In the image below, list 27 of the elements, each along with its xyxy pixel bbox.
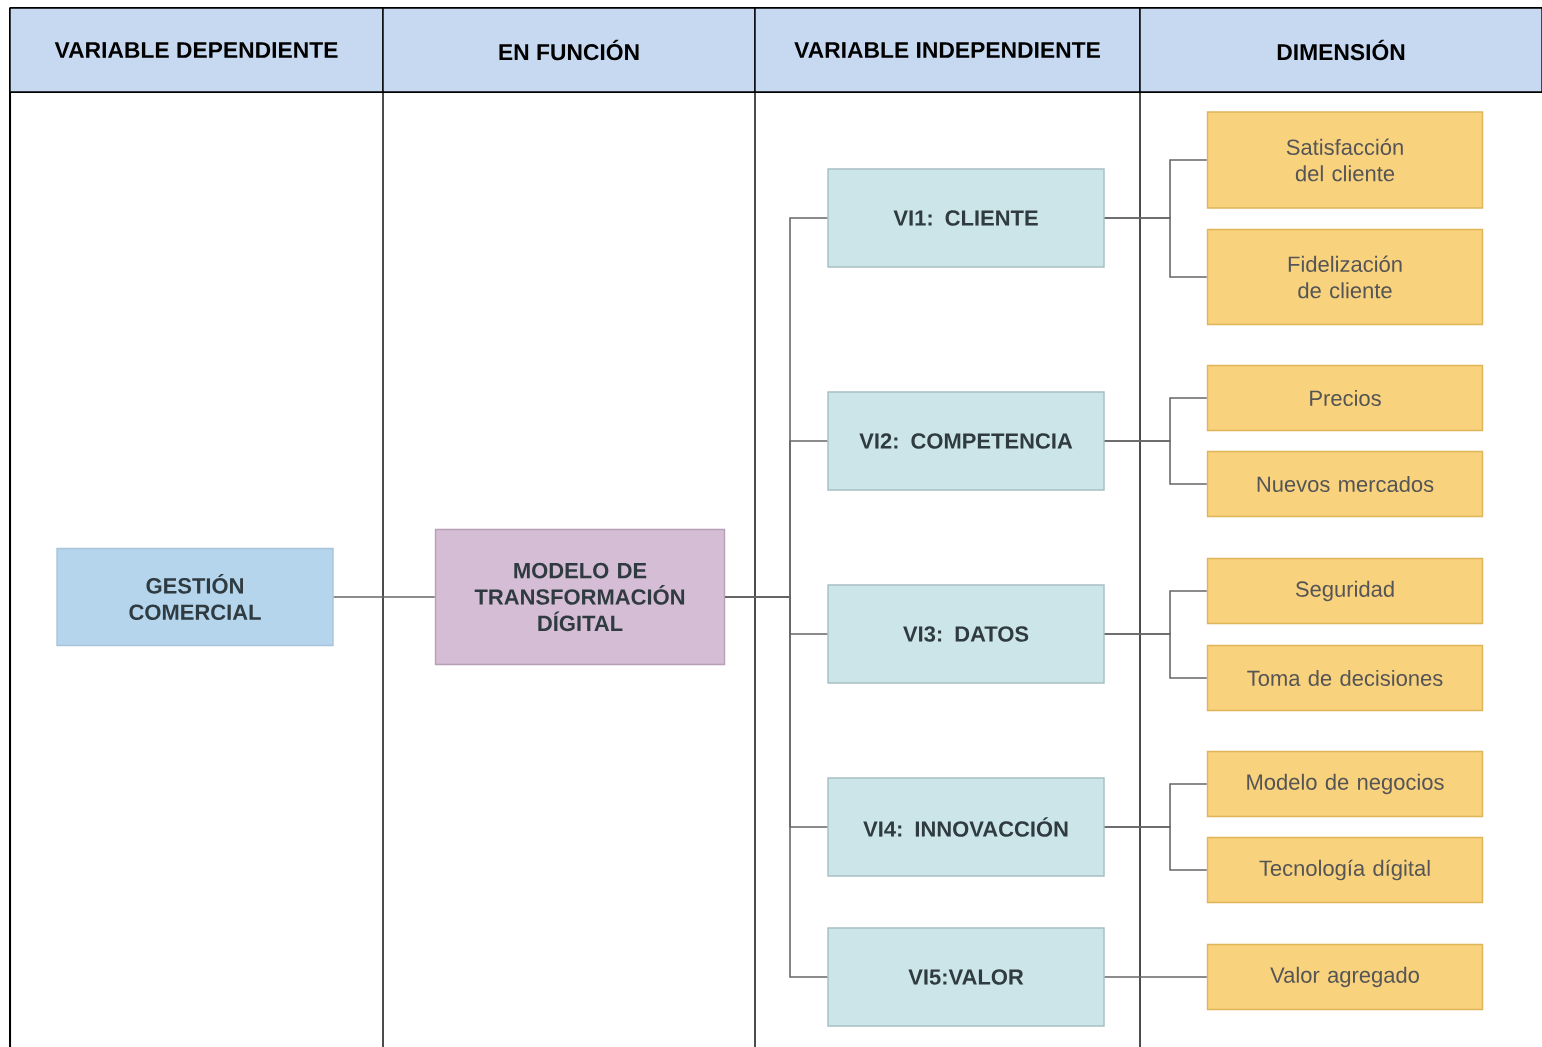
dimension-box: Toma de decisiones: [1206, 644, 1484, 712]
dimension-box: Satisfacción del cliente: [1206, 111, 1484, 209]
dependent-variable-box: GESTIÓN COMERCIAL: [56, 547, 334, 647]
column-header: VARIABLE DEPENDIENTE: [9, 7, 384, 93]
column-header: EN FUNCIÓN: [382, 7, 756, 93]
connector-line: [1103, 217, 1208, 278]
connector-line: [1103, 440, 1208, 485]
connector-line: [1103, 633, 1208, 679]
connector-line: [724, 596, 829, 978]
dimension-box: Seguridad: [1206, 557, 1484, 625]
column-header: DIMENSIÓN: [1139, 7, 1542, 93]
variable-box: VI1: CLIENTE: [827, 168, 1105, 268]
dimension-box: Modelo de negocios: [1206, 750, 1484, 818]
variable-box: VI5:VALOR: [827, 927, 1105, 1027]
variable-box: VI3: DATOS: [827, 584, 1105, 684]
connector-line: [1103, 976, 1208, 978]
variable-box: VI4: INNOVACCIÓN: [827, 777, 1105, 877]
dimension-box: Tecnología dígital: [1206, 836, 1484, 904]
dimension-box: Fidelización de cliente: [1206, 228, 1484, 326]
dimension-box: Nuevos mercados: [1206, 450, 1484, 518]
model-box: MODELO DE TRANSFORMACIÓN DÍGITAL: [434, 528, 726, 666]
dimension-box: Precios: [1206, 364, 1484, 432]
connector-line: [332, 596, 436, 598]
variable-box: VI2: COMPETENCIA: [827, 391, 1105, 491]
column-header: VARIABLE INDEPENDIENTE: [754, 7, 1141, 93]
dimension-box: Valor agregado: [1206, 943, 1484, 1011]
connector-line: [1103, 826, 1208, 871]
